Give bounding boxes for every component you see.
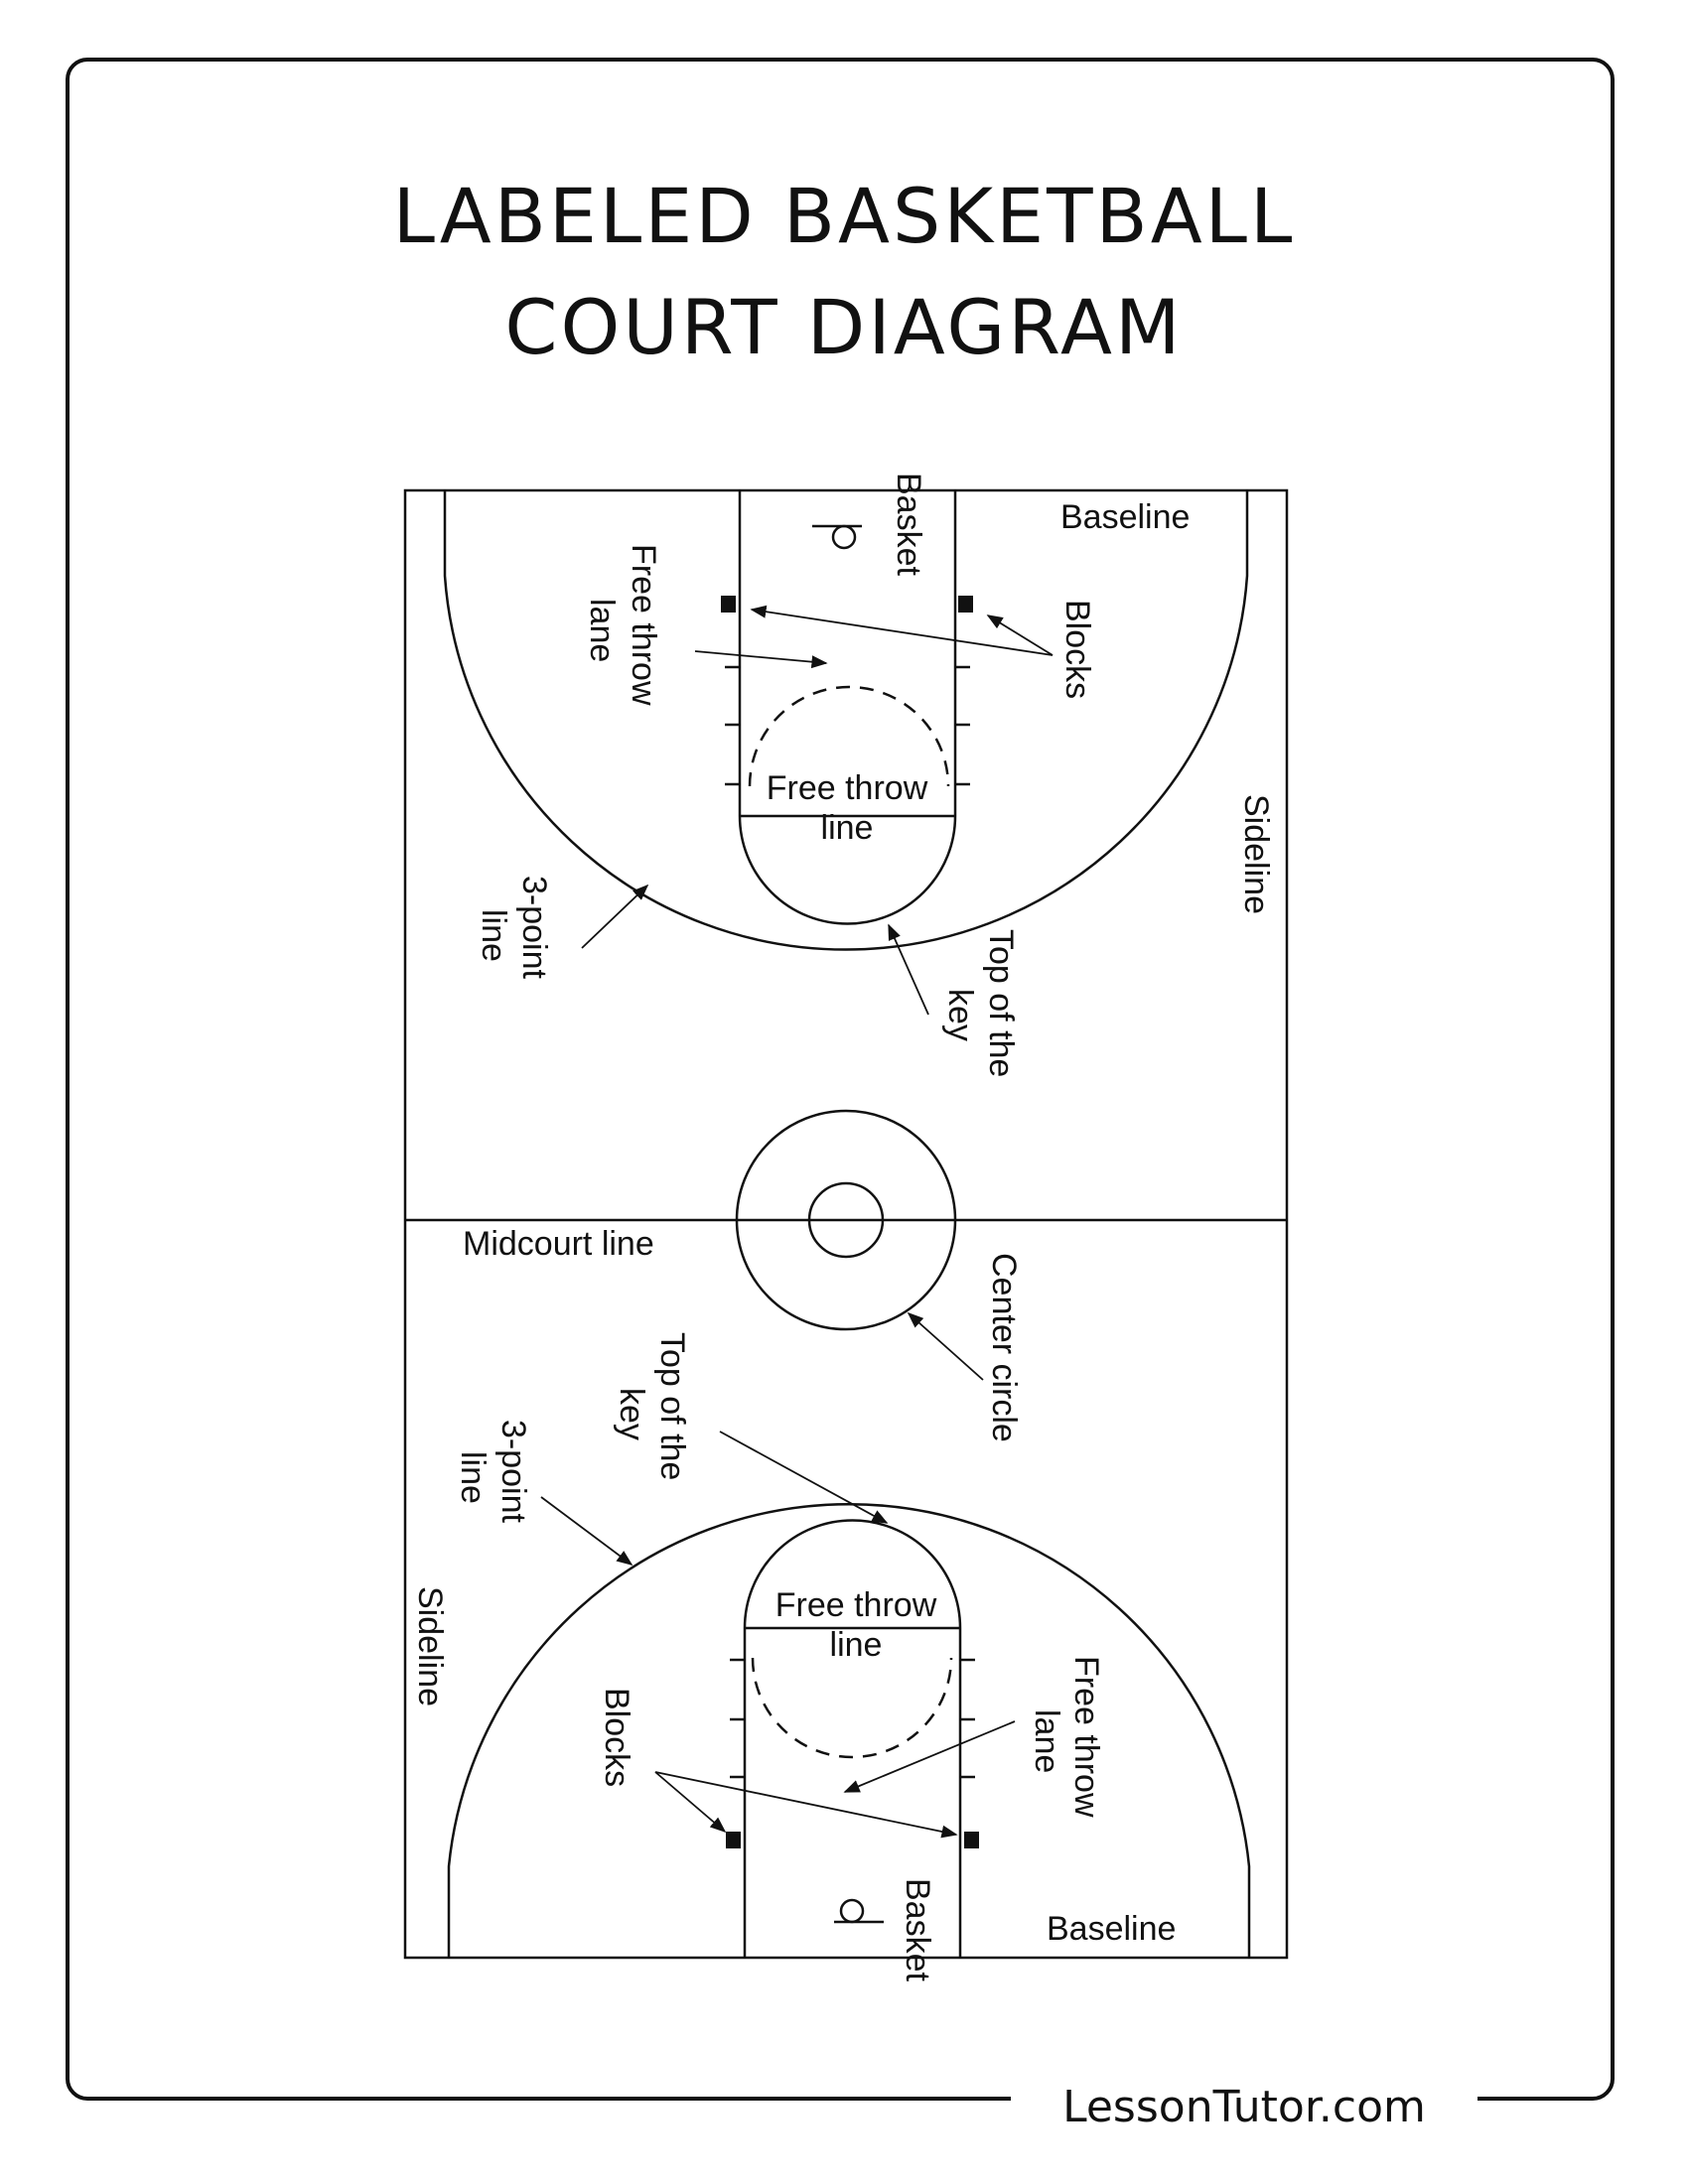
label-blocks-bottom: Blocks [598,1688,635,1787]
label-free-throw-lane-bottom-1: Free throw [1067,1656,1105,1818]
label-baseline-bottom: Baseline [1047,1910,1176,1948]
arrow-blocks-top-left [750,605,1054,656]
center-inner-circle [807,1181,885,1259]
block-bottom-left [726,1832,741,1848]
label-free-throw-line-bottom-2: line [830,1626,883,1664]
page-title-line-2: COURT DIAGRAM [504,283,1184,371]
label-free-throw-line-top-1: Free throw [767,769,928,807]
label-free-throw-line-bottom-1: Free throw [775,1586,937,1624]
label-free-throw-lane-top-2: lane [583,599,621,662]
basket-bottom [834,1898,884,1924]
key-arc-dashed-bottom [751,1657,953,1759]
free-throw-lane-top [738,490,957,816]
label-free-throw-line-top-2: line [821,809,874,847]
footer-site-name: LessonTutor.com [1011,2078,1477,2137]
court-outline [403,488,1289,1960]
label-baseline-top: Baseline [1060,498,1190,536]
block-bottom-right [964,1832,979,1848]
block-top-left [721,596,736,613]
arrow-free-throw-lane-bottom [843,1720,1016,1793]
block-top-right [958,596,973,613]
center-circle [735,1109,957,1331]
label-basket-top: Basket [890,473,927,576]
lane-hash-marks-top [725,665,970,786]
key-arc-bottom [743,1519,962,1629]
key-arc-dashed-top [748,685,950,787]
three-point-line-bottom [447,1502,1251,1958]
label-sideline-bottom: Sideline [411,1586,449,1706]
arrow-three-point-bottom [540,1496,633,1566]
page-border [66,58,1615,2101]
label-sideline-top: Sideline [1237,794,1275,914]
label-three-point-top-2: line [475,909,512,962]
page-title-line-1: LABELED BASKETBALL [392,172,1296,260]
label-midcourt-line: Midcourt line [463,1225,654,1263]
label-top-of-key-bottom-2: key [613,1388,650,1440]
label-blocks-top: Blocks [1058,600,1096,699]
three-point-line-top [443,490,1249,951]
label-three-point-bottom-1: 3-point [494,1420,532,1524]
arrow-blocks-bottom-right [654,1771,958,1839]
basket-top [812,524,862,550]
arrow-blocks-bottom-left [654,1771,727,1834]
arrow-center-circle [907,1311,984,1381]
arrow-blocks-top-right [986,614,1054,656]
label-three-point-bottom-2: line [454,1451,492,1504]
lane-hash-marks-bottom [730,1658,975,1779]
free-throw-lane-bottom [743,1628,962,1958]
label-basket-bottom: Basket [899,1878,936,1981]
arrow-top-of-key-bottom [719,1431,889,1524]
label-free-throw-lane-top-1: Free throw [625,544,662,706]
label-top-of-key-top-1: Top of the [982,929,1020,1077]
arrow-top-of-key-top [888,923,929,1016]
arrow-free-throw-lane-top [694,650,828,669]
label-free-throw-lane-bottom-2: lane [1028,1709,1065,1773]
label-top-of-key-top-2: key [941,989,979,1041]
label-three-point-top-1: 3-point [515,876,553,980]
key-arc-top [738,815,957,925]
arrow-three-point-top [581,884,649,949]
label-top-of-key-bottom-1: Top of the [653,1332,691,1480]
label-center-circle: Center circle [985,1253,1023,1442]
